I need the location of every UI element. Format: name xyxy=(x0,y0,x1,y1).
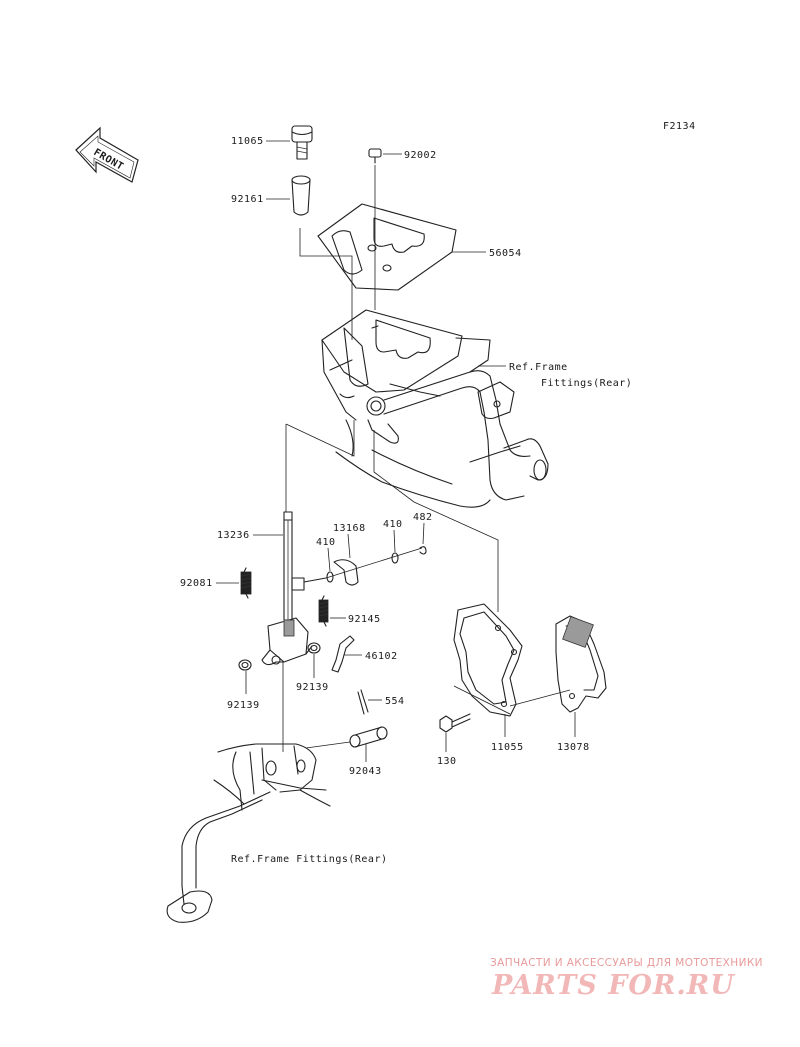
label-410-left: 410 xyxy=(316,537,336,548)
label-92081: 92081 xyxy=(180,578,213,589)
part-482-clip xyxy=(419,546,427,555)
part-130-bolt xyxy=(439,713,471,733)
assembly-line-92161 xyxy=(299,228,353,340)
assembly-line-11055 xyxy=(453,685,511,715)
ref-upper-line1: Ref.Frame xyxy=(509,362,568,373)
watermark-brand-logo: PARTS FOR.RU xyxy=(491,970,735,1001)
watermark-tagline: ЗАПЧАСТИ И АКСЕССУАРЫ ДЛЯ МОТОТЕХНИКИ xyxy=(490,957,763,969)
assembly-line-right xyxy=(373,430,499,612)
ref-upper-line2: Fittings(Rear) xyxy=(541,378,632,389)
label-11065: 11065 xyxy=(231,136,264,147)
part-pivot-block xyxy=(261,617,313,666)
label-92043: 92043 xyxy=(349,766,382,777)
part-92081-spring xyxy=(240,567,252,599)
part-92002-screw xyxy=(368,148,382,164)
frame-fittings-lower xyxy=(166,743,331,923)
leader-410-right xyxy=(393,529,396,553)
part-554-cotter-pin xyxy=(357,689,369,715)
label-46102: 46102 xyxy=(365,651,398,662)
part-11055-bracket xyxy=(453,603,523,717)
figure-code: F2134 xyxy=(663,121,696,132)
part-92139-bushing-left xyxy=(238,659,252,671)
part-92145-spring xyxy=(318,595,329,627)
label-13236: 13236 xyxy=(217,530,250,541)
label-13078: 13078 xyxy=(557,742,590,753)
frame-fittings-upper xyxy=(321,309,549,508)
part-11065-bolt xyxy=(291,125,313,160)
leader-13168 xyxy=(347,533,351,559)
label-92161: 92161 xyxy=(231,194,264,205)
label-56054: 56054 xyxy=(489,248,522,259)
front-direction-arrow-icon: FRONT xyxy=(75,126,139,183)
part-46102-link xyxy=(331,635,355,673)
part-92161-grip xyxy=(291,175,311,216)
label-92139-left: 92139 xyxy=(227,700,260,711)
label-554: 554 xyxy=(385,696,405,707)
label-410-right: 410 xyxy=(383,519,403,530)
part-13236-shift-rod xyxy=(283,511,293,621)
label-92139-right: 92139 xyxy=(296,682,329,693)
assembly-line-left xyxy=(285,420,355,457)
leader-482 xyxy=(422,522,425,545)
part-56054-gate-plate xyxy=(317,203,457,291)
label-92145: 92145 xyxy=(348,614,381,625)
label-13168: 13168 xyxy=(333,523,366,534)
part-92043-pin xyxy=(349,726,388,748)
label-11055: 11055 xyxy=(491,742,524,753)
assembly-line-pin xyxy=(305,741,351,749)
leader-410-left xyxy=(327,547,331,572)
part-13078-pedal-plate xyxy=(555,615,607,713)
part-13168-bracket xyxy=(333,559,359,586)
part-shift-arm xyxy=(291,547,423,591)
label-482: 482 xyxy=(413,512,433,523)
ref-lower: Ref.Frame Fittings(Rear) xyxy=(231,854,388,865)
part-92139-bushing-right xyxy=(307,642,321,654)
part-410-washer-left xyxy=(326,571,334,583)
label-92002: 92002 xyxy=(404,150,437,161)
part-410-washer-right xyxy=(391,552,399,564)
label-130: 130 xyxy=(437,756,457,767)
